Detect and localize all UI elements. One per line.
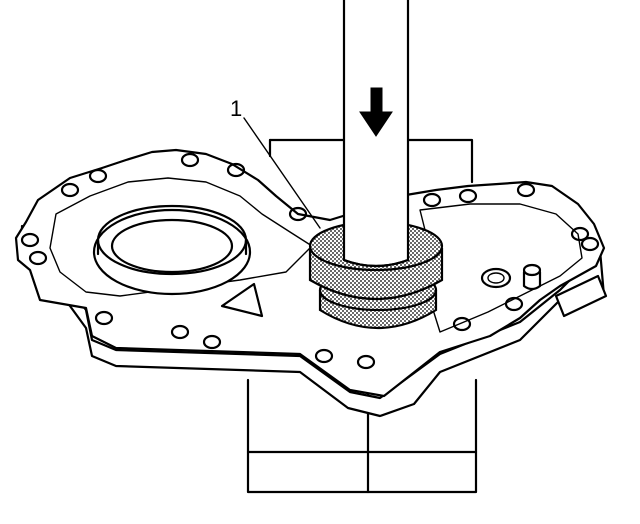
callout-1: 1 [230,96,321,229]
callout-number: 1 [230,96,242,121]
gear-case-cover [14,148,608,418]
arrow-down-icon [359,87,393,137]
bearing-bore [92,204,252,296]
bolt-holes [20,152,600,370]
